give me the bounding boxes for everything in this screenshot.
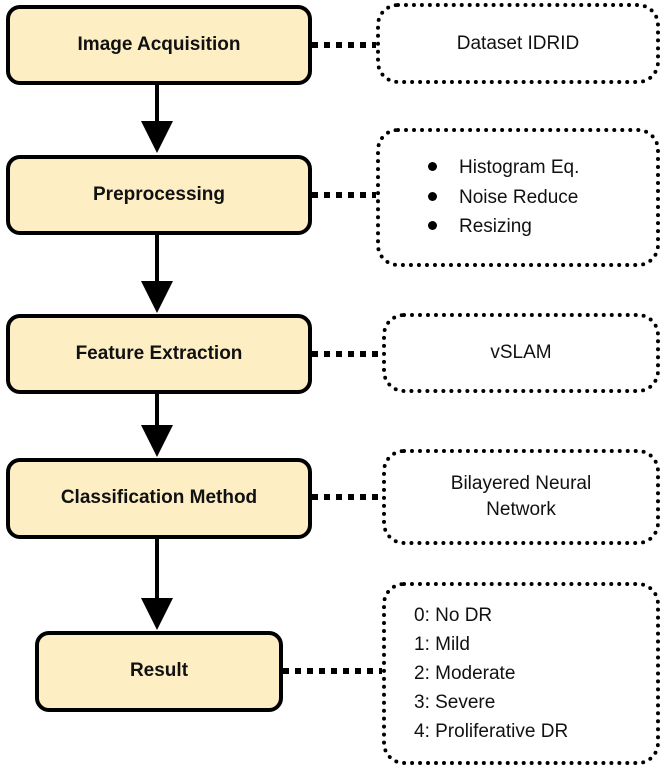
note-preprocessing-steps: Histogram Eq. Noise Reduce Resizing [376,128,660,267]
list-item-text: Resizing [459,216,532,238]
list-item: Resizing [428,214,579,240]
classifier-line-1: Bilayered Neural [450,473,592,495]
step-feature-extraction: Feature Extraction [6,314,312,394]
list-item-text: Noise Reduce [459,186,579,208]
result-class-list: 0: No DR 1: Mild 2: Moderate 3: Severe 4… [414,599,568,748]
note-classifier: Bilayered Neural Network [382,449,660,545]
step-preprocessing: Preprocessing [6,155,312,235]
note-result-classes: 0: No DR 1: Mild 2: Moderate 3: Severe 4… [382,582,660,765]
bullet-icon [428,191,437,201]
step-label: Preprocessing [93,183,225,205]
preprocessing-bullet-list: Histogram Eq. Noise Reduce Resizing [428,151,579,244]
list-item: 4: Proliferative DR [414,721,569,743]
step-classification-method: Classification Method [6,458,312,539]
bullet-icon [428,221,437,231]
list-item: 1: Mild [414,633,470,655]
step-label: Result [129,660,189,682]
note-classifier-text: Bilayered Neural Network [451,471,591,522]
list-item: Histogram Eq. [428,155,579,181]
list-item: 3: Severe [414,692,496,714]
step-label: Feature Extraction [75,342,243,364]
note-dataset-text: Dataset IDRID [456,32,580,54]
step-label: Image Acquisition [77,33,241,55]
note-feature-text: vSLAM [490,342,552,364]
note-dataset: Dataset IDRID [376,3,660,84]
list-item: Noise Reduce [428,185,579,211]
list-item: 2: Moderate [414,662,516,684]
step-result: Result [35,631,283,712]
step-image-acquisition: Image Acquisition [6,5,312,85]
list-item: 0: No DR [414,604,493,626]
list-item-text: Histogram Eq. [459,157,580,179]
bullet-icon [428,162,437,172]
step-label: Classification Method [60,487,258,509]
note-feature-method: vSLAM [382,313,660,393]
classifier-line-2: Network [486,499,556,520]
